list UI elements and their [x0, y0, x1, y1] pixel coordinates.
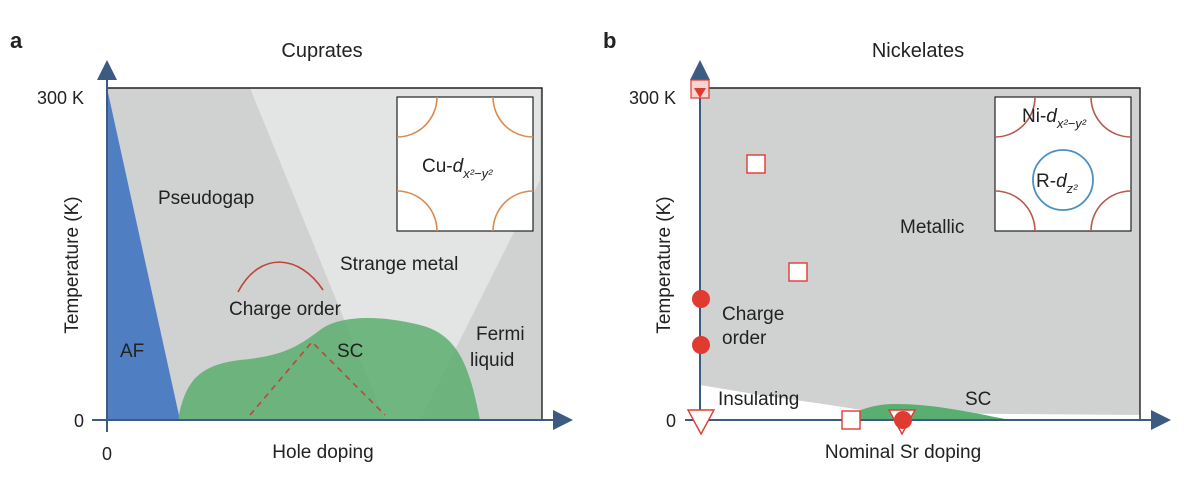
marker-square-3 [841, 410, 861, 430]
marker-triangle-top [694, 88, 706, 98]
panel-b-ytick-0: 0 [666, 411, 676, 431]
inset-a-orbital-label: Cu-dx²−y² [422, 156, 493, 181]
label-fermi: Fermi [476, 324, 525, 345]
panel-a-ytick-300: 300 K [37, 88, 84, 108]
fermi-arc-bottom-right [492, 190, 534, 232]
panel-a-letter: a [10, 28, 23, 53]
label-strange-metal: Strange metal [340, 254, 458, 275]
fermi-arc-top-left [396, 96, 438, 138]
ni-arc-bottom-left [994, 190, 1036, 232]
inset-b-ni-label: Ni-dx²−y² [1022, 106, 1087, 131]
marker-triangle-origin [686, 409, 716, 436]
inset-b-box [994, 96, 1132, 232]
label-pseudogap: Pseudogap [158, 188, 254, 209]
label-nickelate-sc: SC [965, 389, 991, 410]
panel-b-frame [700, 87, 1141, 420]
label-charge-order: Charge order [229, 299, 342, 320]
panel-a-inset: Cu-dx²−y² [396, 96, 534, 232]
panel-a-ytick-0: 0 [74, 411, 84, 431]
inset-b-r-label: R-dz² [1036, 171, 1078, 196]
insulating-region [700, 385, 1140, 420]
panel-a: a Cuprates 300 K 0 0 Temperature (K) Hol… [10, 28, 573, 464]
label-insulating: Insulating [718, 389, 799, 410]
label-order: order [722, 328, 767, 349]
label-af: AF [120, 341, 144, 362]
label-metallic: Metallic [900, 217, 964, 238]
marker-circle-2 [692, 336, 710, 354]
label-sc: SC [337, 341, 363, 362]
charge-order-arc [237, 261, 324, 293]
panel-a-y-axis-label: Temperature (K) [62, 196, 83, 333]
panel-a-frame [107, 87, 543, 420]
panel-b-y-axis-label: Temperature (K) [654, 196, 675, 333]
panel-a-x-axis-label: Hole doping [272, 442, 373, 463]
af-region [107, 88, 180, 420]
ni-arc-top-right [1090, 96, 1132, 138]
marker-square-2 [788, 262, 808, 282]
panel-b-ytick-300: 300 K [629, 88, 676, 108]
panel-b-title: Nickelates [872, 40, 964, 62]
panel-a-title: Cuprates [281, 40, 362, 62]
r-pocket-circle [1032, 149, 1094, 211]
fermi-arc-top-right [492, 96, 534, 138]
label-liquid: liquid [470, 350, 514, 371]
label-charge: Charge [722, 304, 784, 325]
ni-arc-bottom-right [1090, 190, 1132, 232]
panel-a-xtick-0: 0 [102, 444, 112, 464]
sc-dome [178, 318, 480, 420]
panel-b-inset: Ni-dx²−y² R-dz² [994, 96, 1132, 232]
fermi-liquid-region [470, 180, 540, 420]
marker-circle-sc [894, 411, 912, 429]
ni-arc-top-left [994, 96, 1036, 138]
nickelate-sc-dome [840, 404, 1010, 420]
panel-b-letter: b [603, 28, 616, 53]
marker-square-1 [746, 154, 766, 174]
fermi-arc-bottom-left [396, 190, 438, 232]
panel-b: b Nickelates 300 K 0 Temperature (K) Nom… [603, 28, 1171, 463]
inset-a-box [396, 96, 534, 232]
panel-b-x-axis-label: Nominal Sr doping [825, 442, 981, 463]
marker-circle-1 [692, 290, 710, 308]
